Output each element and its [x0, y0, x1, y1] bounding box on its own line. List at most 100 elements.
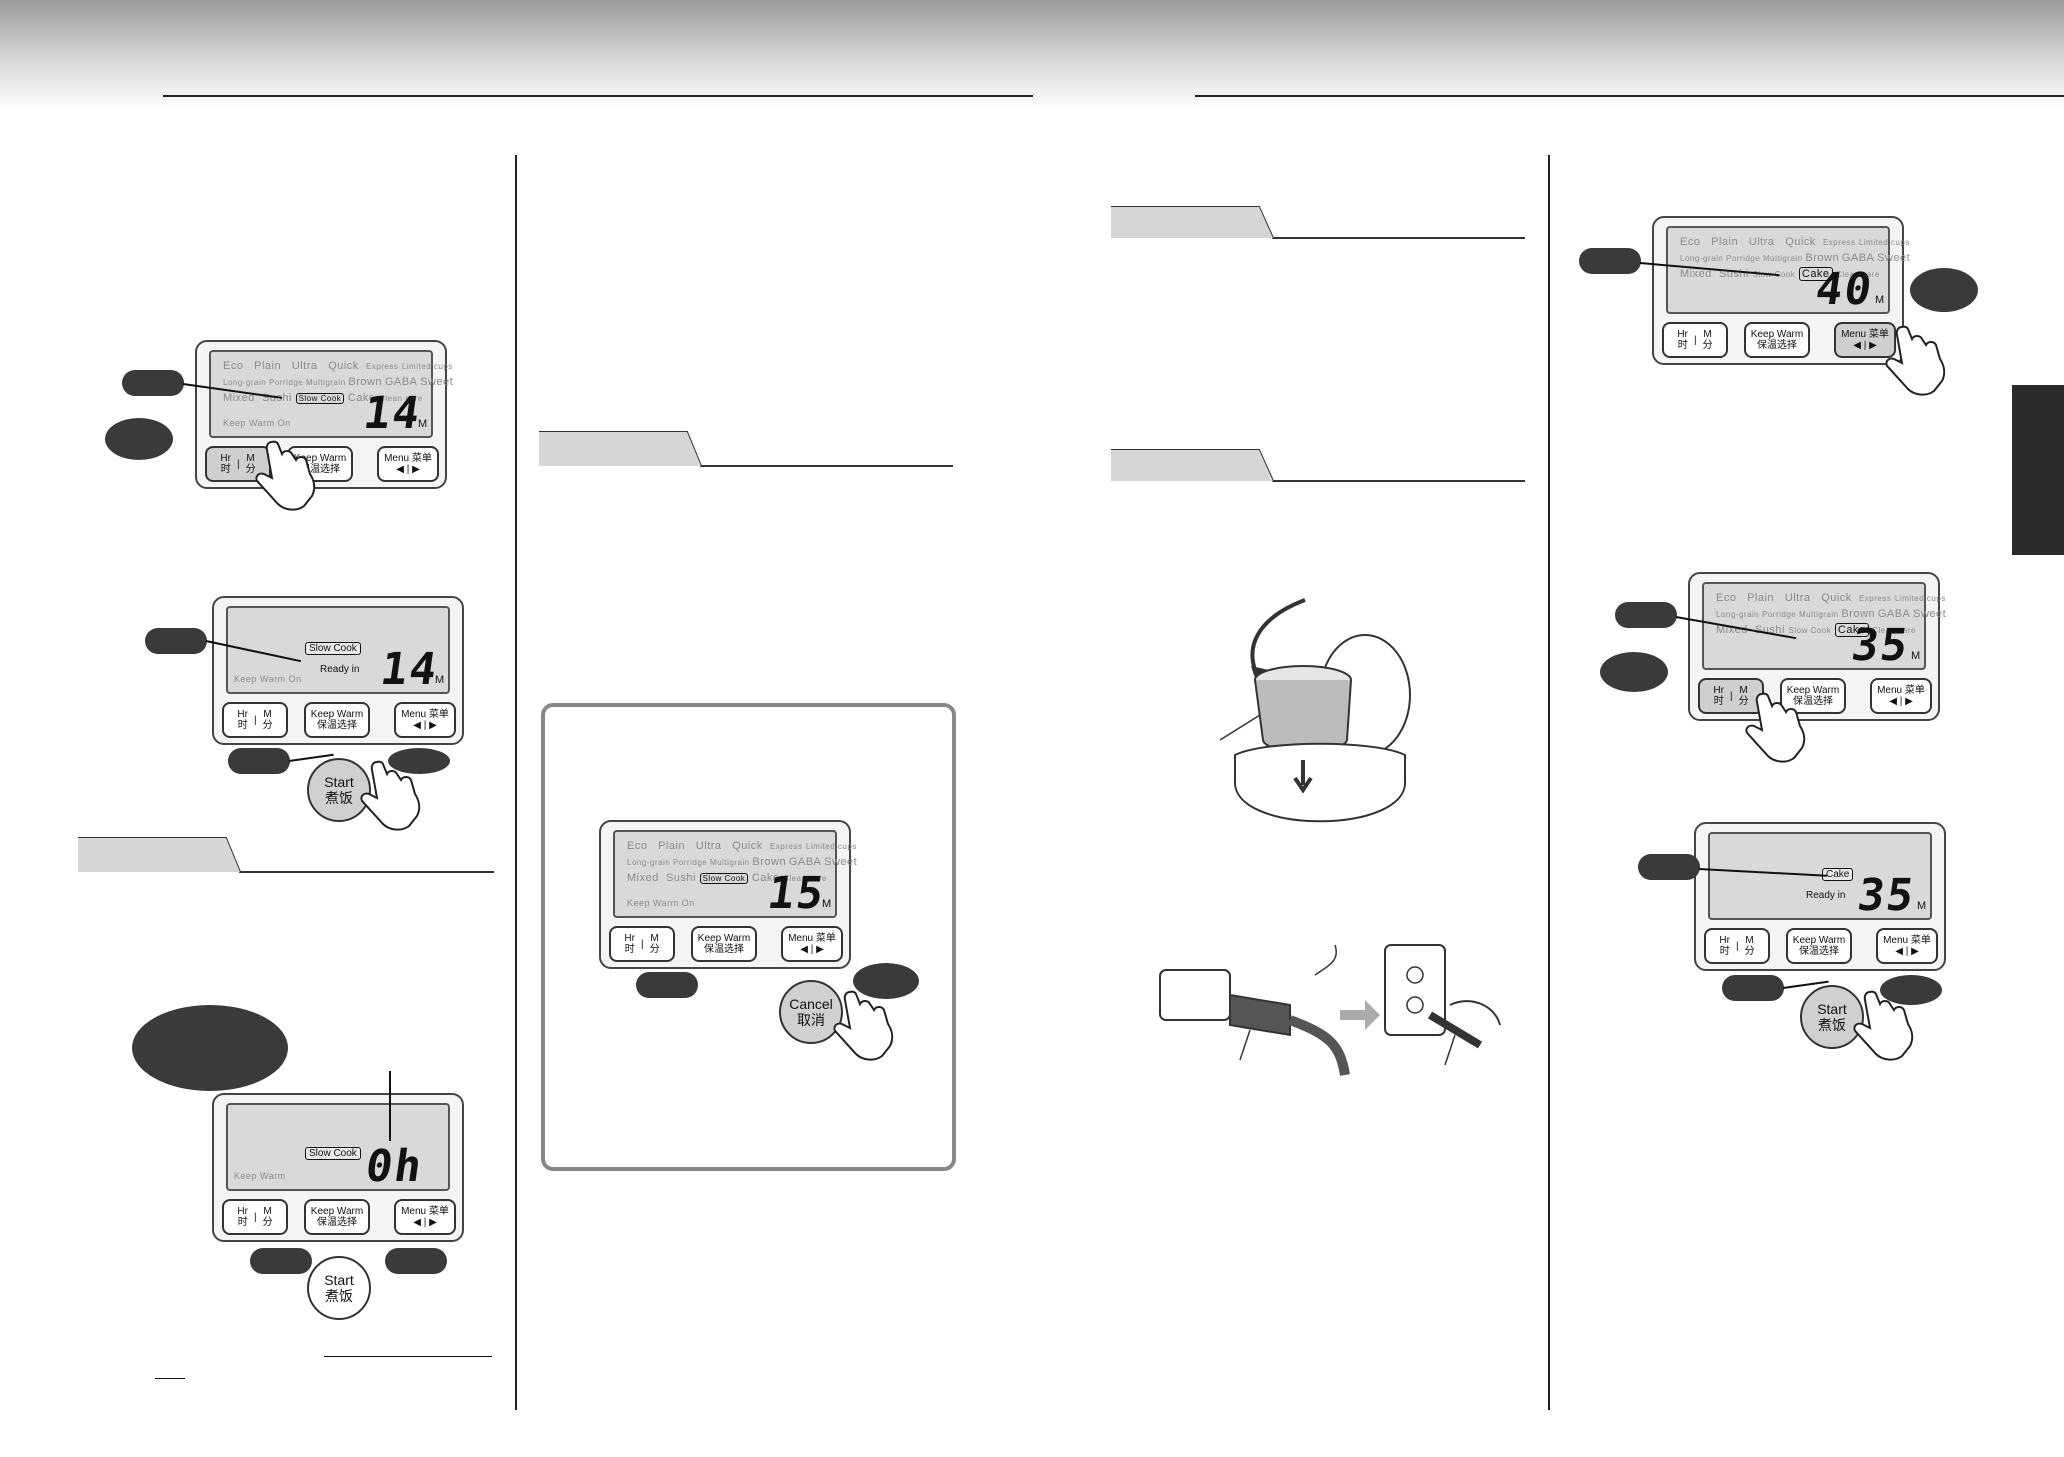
- speech-bubble: [1600, 652, 1668, 692]
- lcd-keep-warm-on: Keep Warm On: [234, 674, 302, 684]
- menu-label: Menu 菜单: [384, 453, 432, 464]
- callout-6: [385, 1248, 447, 1274]
- finger-icon: [255, 440, 316, 511]
- lcd-item: Brown: [1841, 608, 1876, 620]
- menu-arrows: ◀ | ▶: [1889, 696, 1913, 707]
- lcd-item: Sweet: [824, 856, 858, 868]
- lcd-item: Express: [769, 842, 803, 851]
- callout-5: [250, 1248, 312, 1274]
- start-cn-label: 煮饭: [324, 1288, 353, 1304]
- lcd-badge-cake: Cake: [1798, 267, 1833, 281]
- keep-warm-label: Keep Warm: [1750, 329, 1804, 340]
- side-tab: [2012, 385, 2064, 555]
- inner-pot-icon: [1219, 598, 1411, 823]
- lcd-item: Mixed: [223, 392, 255, 404]
- lcd-item: GABA: [788, 856, 822, 868]
- control-panel-4: Eco Plain Ultra Quick Express Limited cu…: [599, 820, 857, 969]
- lcd-item: Porridge: [1761, 610, 1797, 619]
- lcd-item: Multigrain: [1762, 254, 1803, 263]
- lcd-item: Clean care: [783, 874, 827, 883]
- control-panel-6: Eco Plain Ultra Quick Express Limited cu…: [1688, 572, 1946, 721]
- lcd-item: Quick: [1785, 236, 1816, 248]
- lcd-item: Porridge: [1725, 254, 1761, 263]
- lcd-item: Limited cups: [1858, 238, 1910, 247]
- lcd-item: Sweet: [1877, 252, 1911, 264]
- hr-label: Hr: [1677, 329, 1688, 340]
- lcd-item: Slow Cook: [1788, 626, 1832, 635]
- hr-label: Hr: [237, 709, 248, 720]
- lcd-item: Plain: [254, 360, 282, 372]
- hr-cn-label: 时: [237, 720, 248, 731]
- start-label: Start: [324, 774, 354, 790]
- menu-arrows: ◀ | ▶: [1895, 946, 1919, 957]
- lcd-item: GABA: [1841, 252, 1875, 264]
- lcd-item: GABA: [384, 376, 418, 388]
- lcd-keep-warm-on: Keep Warm On: [627, 898, 695, 908]
- keep-warm-cn-label: 保温选择: [316, 720, 357, 731]
- m-label: M: [650, 933, 659, 944]
- menu-button[interactable]: Menu 菜单◀ | ▶: [394, 702, 456, 738]
- hr-label: Hr: [1713, 685, 1724, 696]
- callout-11: [1638, 854, 1700, 880]
- keep-warm-label: Keep Warm: [310, 1206, 364, 1217]
- control-panel-1: Eco Plain Ultra Quick Express Limited cu…: [195, 340, 453, 489]
- lcd-digits: 40: [1812, 264, 1877, 315]
- lcd-row-1: Eco Plain Ultra Quick Express Limited cu…: [223, 360, 453, 372]
- lcd-badge-cake: Cake: [1834, 623, 1869, 637]
- lcd-item: Mixed: [627, 872, 659, 884]
- menu-button[interactable]: Menu 菜单◀ | ▶: [781, 926, 843, 962]
- lcd-item: Clean care: [379, 394, 423, 403]
- keep-warm-cn-label: 保温选择: [316, 1217, 357, 1228]
- speech-bubble-large: [132, 1005, 288, 1091]
- finger-icon: [1885, 325, 1946, 396]
- callout-2: [145, 628, 207, 654]
- lcd-item: Quick: [732, 840, 763, 852]
- lcd-item: Multigrain: [305, 378, 346, 387]
- menu-arrows: ◀ | ▶: [413, 720, 437, 731]
- cancel-label: Cancel: [789, 996, 833, 1012]
- lcd-item: Express: [1858, 594, 1892, 603]
- lcd-row-3: Mixed Sushi Slow Cook Cake Clean care: [627, 872, 827, 884]
- hr-cn-label: 时: [624, 944, 635, 955]
- menu-button[interactable]: Menu 菜单◀ | ▶: [1876, 928, 1938, 964]
- keep-warm-cn-label: 保温选择: [299, 464, 340, 475]
- lcd-item: Quick: [1821, 592, 1852, 604]
- header-rule-right: [1195, 95, 2064, 97]
- menu-button[interactable]: Menu 菜单◀ | ▶: [394, 1199, 456, 1235]
- callout-3: [228, 748, 290, 774]
- speech-bubble: [105, 418, 173, 460]
- lcd-item: Express: [365, 362, 399, 371]
- m-cn-label: 分: [1744, 946, 1755, 957]
- menu-button[interactable]: Menu 菜单◀ | ▶: [377, 446, 439, 482]
- m-label: M: [1739, 685, 1748, 696]
- lcd-item: Multigrain: [709, 858, 750, 867]
- m-cn-label: 分: [1702, 340, 1713, 351]
- lcd-badge-slow-cook: Slow Cook: [305, 1147, 361, 1160]
- menu-button[interactable]: Menu 菜单◀ | ▶: [1834, 322, 1896, 358]
- column-divider-2: [1548, 155, 1550, 1410]
- callout-8: [853, 963, 919, 999]
- menu-button[interactable]: Menu 菜单◀ | ▶: [1870, 678, 1932, 714]
- menu-label: Menu 菜单: [1883, 935, 1931, 946]
- hr-cn-label: 时: [1719, 946, 1730, 957]
- lcd-item: Clean care: [1836, 270, 1880, 279]
- lcd-item: Cake: [347, 392, 376, 404]
- lcd-item: Long-grain: [1680, 254, 1724, 263]
- lcd-item: Sushi: [665, 872, 696, 884]
- callout-7: [636, 972, 698, 998]
